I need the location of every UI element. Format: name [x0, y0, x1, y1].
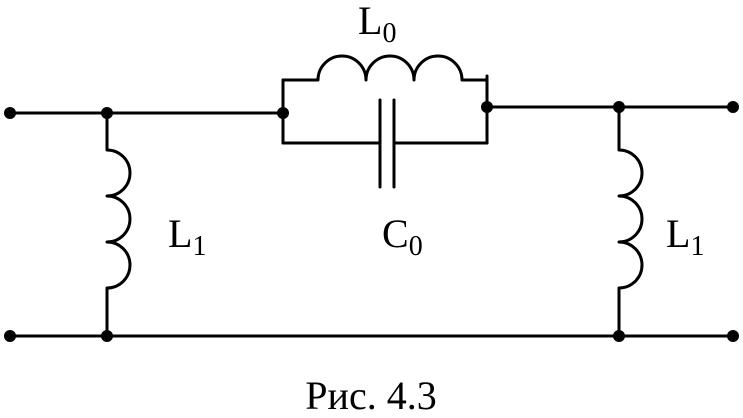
terminal-bottom-left — [4, 330, 16, 342]
label-c0: C0 — [382, 211, 423, 262]
junction-parallel-right — [481, 101, 493, 113]
label-l1-right: L1 — [666, 211, 704, 262]
junction-bottom-left — [101, 330, 113, 342]
figure-caption: Рис. 4.3 — [305, 373, 436, 418]
inductor-l1-left — [105, 111, 132, 338]
junction-parallel-left — [277, 107, 289, 119]
junction-bottom-right — [613, 330, 625, 342]
inductor-l0 — [281, 54, 489, 82]
inductor-l1-right — [617, 105, 644, 338]
junction-top-left — [101, 107, 113, 119]
terminal-top-right — [727, 101, 739, 113]
label-l1-left: L1 — [168, 211, 206, 262]
junction-top-right — [613, 101, 625, 113]
terminal-top-left — [4, 107, 16, 119]
label-l0: L0 — [358, 0, 396, 49]
terminal-bottom-right — [727, 330, 739, 342]
